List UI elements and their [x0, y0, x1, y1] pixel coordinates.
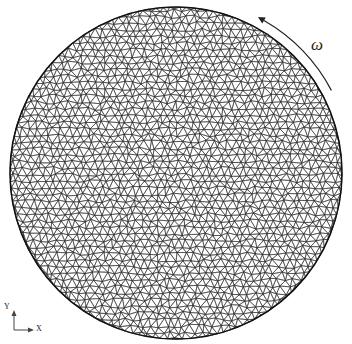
axis-triad [12, 310, 35, 333]
omega-label: ω [311, 36, 323, 53]
triangle-mesh [10, 7, 342, 339]
mesh-edges [10, 7, 342, 339]
rotation-arrow [264, 21, 331, 91]
axis-label: X [36, 325, 42, 333]
rotation-arrowhead [258, 17, 266, 24]
axis-label: Y [4, 303, 10, 311]
disk-outline [10, 7, 342, 339]
